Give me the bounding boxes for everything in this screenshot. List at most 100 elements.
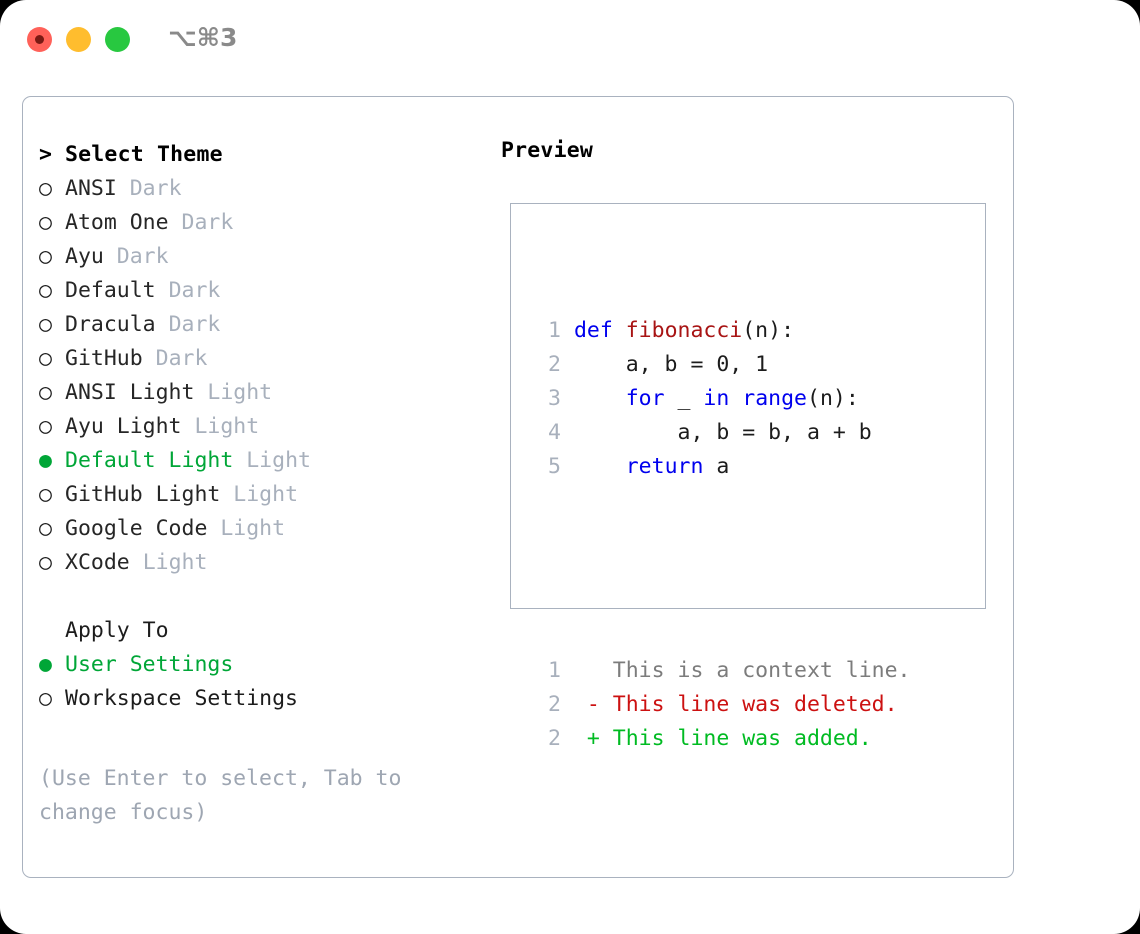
theme-name-label: Ayu Light — [65, 414, 182, 439]
diff-line: 1 This is a context line. — [531, 654, 911, 688]
theme-kind-label: Dark — [168, 312, 221, 337]
apply-to-heading-label: Apply To — [65, 618, 169, 643]
code-line: 4 a, b = b, a + b — [531, 416, 911, 450]
theme-gap — [182, 414, 195, 439]
diff-gutter-gap — [561, 726, 587, 751]
code-line-number: 3 — [548, 386, 561, 411]
theme-list[interactable]: ○ ANSI Dark○ Atom One Dark○ Ayu Dark○ De… — [39, 172, 479, 580]
theme-list-item[interactable]: ○ Google Code Light — [39, 512, 479, 546]
theme-kind-label: Dark — [155, 346, 208, 371]
theme-kind-label: Light — [220, 516, 286, 541]
apply-to-option[interactable]: ● User Settings — [39, 648, 479, 682]
code-token: return — [625, 454, 704, 479]
theme-gap — [194, 380, 207, 405]
diff-lines: 1 This is a context line.2 - This line w… — [531, 654, 911, 756]
theme-name-label: GitHub — [65, 346, 143, 371]
code-token: range — [742, 386, 807, 411]
theme-name-label: Google Code — [65, 516, 208, 541]
theme-picker-panel: > Select Theme ○ ANSI Dark○ Atom One Dar… — [22, 96, 1014, 878]
theme-gap — [207, 516, 220, 541]
diff-gutter-gap — [561, 692, 587, 717]
radio-unselected-icon: ○ — [39, 414, 65, 439]
theme-list-item[interactable]: ○ Default Dark — [39, 274, 479, 308]
radio-unselected-icon: ○ — [39, 312, 65, 337]
radio-unselected-icon: ○ — [39, 346, 65, 371]
theme-kind-label: Light — [194, 414, 260, 439]
theme-kind-label: Dark — [129, 176, 182, 201]
diff-line: 2 - This line was deleted. — [531, 688, 911, 722]
code-line: 1 def fibonacci(n): — [531, 314, 911, 348]
code-token: (n): — [807, 386, 859, 411]
theme-list-item[interactable]: ○ Dracula Dark — [39, 308, 479, 342]
code-token: a, b = 0, 1 — [573, 352, 769, 377]
select-theme-heading: > Select Theme — [39, 138, 479, 172]
theme-list-item[interactable]: ● Default Light Light — [39, 444, 479, 478]
theme-list-item[interactable]: ○ Ayu Light Light — [39, 410, 479, 444]
code-gutter-gap — [561, 420, 574, 445]
radio-unselected-icon: ○ — [39, 516, 65, 541]
code-token: in — [703, 386, 730, 411]
code-line: 5 return a — [531, 450, 911, 484]
code-line: 2 a, b = 0, 1 — [531, 348, 911, 382]
diff-line-text: This is a context line. — [612, 658, 911, 683]
theme-kind-label: Dark — [168, 278, 221, 303]
diff-line-number: 2 — [548, 726, 561, 751]
code-line-number: 5 — [548, 454, 561, 479]
theme-list-column: > Select Theme ○ ANSI Dark○ Atom One Dar… — [39, 138, 479, 716]
code-token: _ — [664, 386, 704, 411]
close-button-icon[interactable] — [27, 27, 52, 52]
radio-unselected-icon: ○ — [39, 380, 65, 405]
radio-unselected-icon: ○ — [39, 244, 65, 269]
radio-unselected-icon: ○ — [39, 210, 65, 235]
theme-kind-label: Light — [142, 550, 208, 575]
theme-name-label: XCode — [65, 550, 130, 575]
diff-line: 2 + This line was added. — [531, 722, 911, 756]
prompt-caret-icon: > — [39, 142, 66, 167]
theme-name-label: ANSI Light — [65, 380, 195, 405]
list-spacer — [39, 580, 479, 614]
diff-gutter-gap — [561, 658, 587, 683]
apply-to-option-label: User Settings — [65, 652, 234, 677]
theme-gap — [169, 210, 182, 235]
maximize-button-icon[interactable] — [105, 27, 130, 52]
select-theme-heading-label: Select Theme — [65, 142, 223, 167]
theme-name-label: Ayu — [65, 244, 104, 269]
theme-kind-label: Light — [233, 482, 299, 507]
diff-line-number: 1 — [548, 658, 561, 683]
theme-gap — [130, 550, 143, 575]
theme-list-item[interactable]: ○ Ayu Dark — [39, 240, 479, 274]
theme-kind-label: Dark — [181, 210, 234, 235]
theme-gap — [143, 346, 156, 371]
theme-list-item[interactable]: ○ XCode Light — [39, 546, 479, 580]
theme-name-label: Atom One — [65, 210, 169, 235]
theme-name-label: ANSI — [65, 176, 117, 201]
theme-list-item[interactable]: ○ GitHub Light Light — [39, 478, 479, 512]
code-line-number: 4 — [548, 420, 561, 445]
code-token: def — [573, 318, 626, 343]
code-token: a — [703, 454, 730, 479]
help-hint-text: (Use Enter to select, Tab to change focu… — [39, 766, 402, 825]
apply-to-heading: Apply To — [39, 614, 479, 648]
apply-to-indent — [39, 614, 65, 648]
theme-gap — [156, 312, 169, 337]
code-gutter-gap — [561, 352, 574, 377]
apply-to-options[interactable]: ● User Settings○ Workspace Settings — [39, 648, 479, 716]
code-line: 3 for _ in range(n): — [531, 382, 911, 416]
theme-name-label: Default — [65, 278, 156, 303]
theme-list-item[interactable]: ○ ANSI Light Light — [39, 376, 479, 410]
code-token: fibonacci — [625, 318, 743, 343]
theme-kind-label: Light — [207, 380, 273, 405]
code-gutter-gap — [561, 454, 574, 479]
minimize-button-icon[interactable] — [66, 27, 91, 52]
apply-to-option[interactable]: ○ Workspace Settings — [39, 682, 479, 716]
code-token — [729, 386, 742, 411]
theme-gap — [156, 278, 169, 303]
theme-list-item[interactable]: ○ ANSI Dark — [39, 172, 479, 206]
diff-marker: + — [586, 726, 613, 751]
theme-list-item[interactable]: ○ Atom One Dark — [39, 206, 479, 240]
theme-list-item[interactable]: ○ GitHub Dark — [39, 342, 479, 376]
